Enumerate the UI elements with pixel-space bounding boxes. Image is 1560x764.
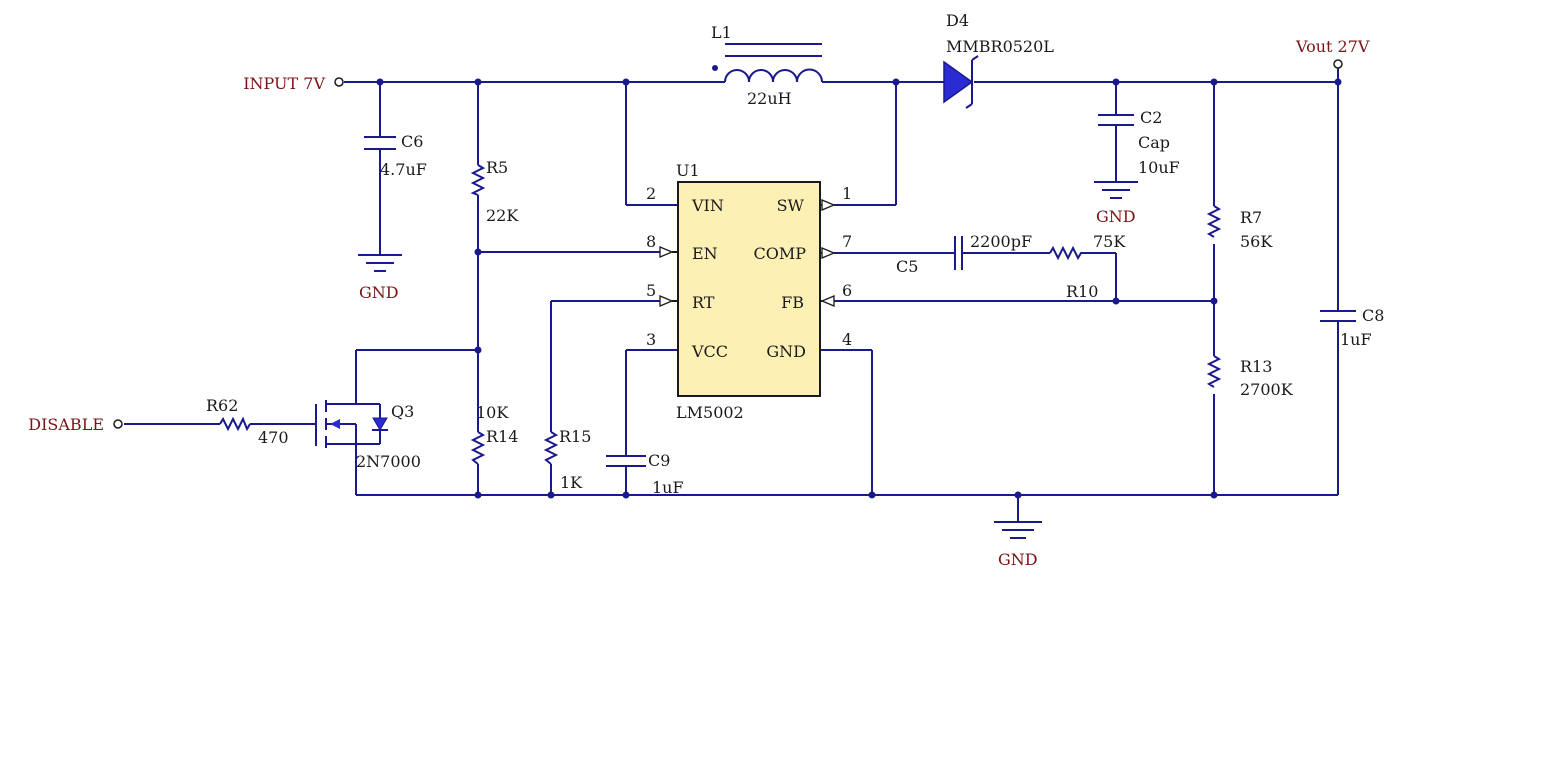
c9-ref: C9 [648, 451, 670, 470]
l1-value: 22uH [747, 89, 792, 108]
gnd-label-c2: GND [1096, 207, 1136, 226]
r13-value: 2700K [1240, 380, 1294, 399]
u1-pin-comp-num: 7 [842, 232, 852, 251]
capacitor-c5: C5 2200pF [896, 232, 1032, 276]
u1-ref: U1 [676, 161, 700, 180]
l1-ref: L1 [711, 23, 732, 42]
u1-pin-gnd-num: 4 [842, 330, 852, 349]
c6-value: 4.7uF [380, 160, 427, 179]
r14-ref: R14 [486, 427, 518, 446]
d4-ref: D4 [946, 11, 969, 30]
u1-pin-fb-num: 6 [842, 281, 852, 300]
r10-value: 75K [1093, 232, 1126, 251]
gnd-label-c6: GND [359, 283, 399, 302]
u1-pin-vin-name: VIN [691, 196, 724, 215]
r5-ref: R5 [486, 158, 508, 177]
gnd-label-main: GND [998, 550, 1038, 569]
capacitor-c8: C8 1uF [1320, 306, 1384, 349]
r13-ref: R13 [1240, 357, 1272, 376]
u1-pin-sw-num: 1 [842, 184, 852, 203]
input-port: INPUT 7V [243, 74, 344, 93]
d4-value: MMBR0520L [946, 37, 1054, 56]
u1-pin-comp-name: COMP [753, 244, 806, 263]
capacitor-c6: C6 4.7uF [364, 132, 427, 179]
mosfet-q3: Q3 2N7000 [315, 400, 421, 471]
disable-net-label: DISABLE [28, 415, 104, 434]
resistor-r13: R13 2700K [1206, 355, 1294, 399]
resistor-r5: R5 22K [470, 158, 519, 225]
q3-part: 2N7000 [356, 452, 421, 471]
diode-d4: D4 MMBR0520L [943, 11, 1054, 109]
u1-pin-rt-name: RT [692, 293, 715, 312]
u1-part: LM5002 [676, 403, 744, 422]
r7-value: 56K [1240, 232, 1273, 251]
resistor-r14: 10K R14 [470, 403, 518, 465]
resistor-r15: R15 1K [543, 427, 591, 492]
c5-ref: C5 [896, 257, 918, 276]
r15-value: 1K [560, 473, 583, 492]
u1-pin-vin-num: 2 [646, 184, 656, 203]
c2-value: 10uF [1138, 158, 1180, 177]
c6-ref: C6 [401, 132, 423, 151]
inductor-l1: L1 22uH [711, 23, 823, 108]
r62-value: 470 [258, 428, 289, 447]
u1-pin-sw-name: SW [777, 196, 805, 215]
r7-ref: R7 [1240, 208, 1262, 227]
resistor-r7: R7 56K [1206, 205, 1273, 251]
c5-value: 2200pF [970, 232, 1032, 251]
u1-pin-vcc-name: VCC [691, 342, 728, 361]
u1-pin-vcc-num: 3 [646, 330, 656, 349]
resistor-r62: R62 470 [206, 396, 289, 447]
c2-type: Cap [1138, 133, 1170, 152]
resistor-r10: R10 75K [1049, 232, 1126, 301]
junction-dots [376, 78, 1342, 499]
vout-net-label: Vout 27V [1295, 37, 1370, 56]
capacitor-c9: C9 1uF [606, 451, 684, 497]
r10-ref: R10 [1066, 282, 1098, 301]
c9-value: 1uF [652, 478, 684, 497]
wires [124, 81, 1339, 522]
r15-ref: R15 [559, 427, 591, 446]
c2-ref: C2 [1140, 108, 1162, 127]
ic-u1: U1 LM5002 VIN EN RT VCC SW COMP FB GND 2… [646, 161, 852, 422]
r14-value: 10K [476, 403, 509, 422]
c8-value: 1uF [1340, 330, 1372, 349]
vout-port: Vout 27V [1295, 37, 1370, 82]
ground-symbol-c2: GND [1094, 181, 1138, 226]
disable-port: DISABLE [28, 415, 123, 434]
u1-pin-rt-num: 5 [646, 281, 656, 300]
u1-pin-en-num: 8 [646, 232, 656, 251]
r5-value: 22K [486, 206, 519, 225]
ground-symbol-c6: GND [358, 254, 402, 302]
c8-ref: C8 [1362, 306, 1384, 325]
u1-pin-en-name: EN [692, 244, 718, 263]
input-net-label: INPUT 7V [243, 74, 325, 93]
ground-symbol-main: GND [994, 521, 1042, 569]
r62-ref: R62 [206, 396, 238, 415]
q3-ref: Q3 [391, 402, 414, 421]
u1-pin-gnd-name: GND [766, 342, 806, 361]
u1-pin-fb-name: FB [781, 293, 804, 312]
capacitor-c2: C2 Cap 10uF [1098, 108, 1180, 177]
